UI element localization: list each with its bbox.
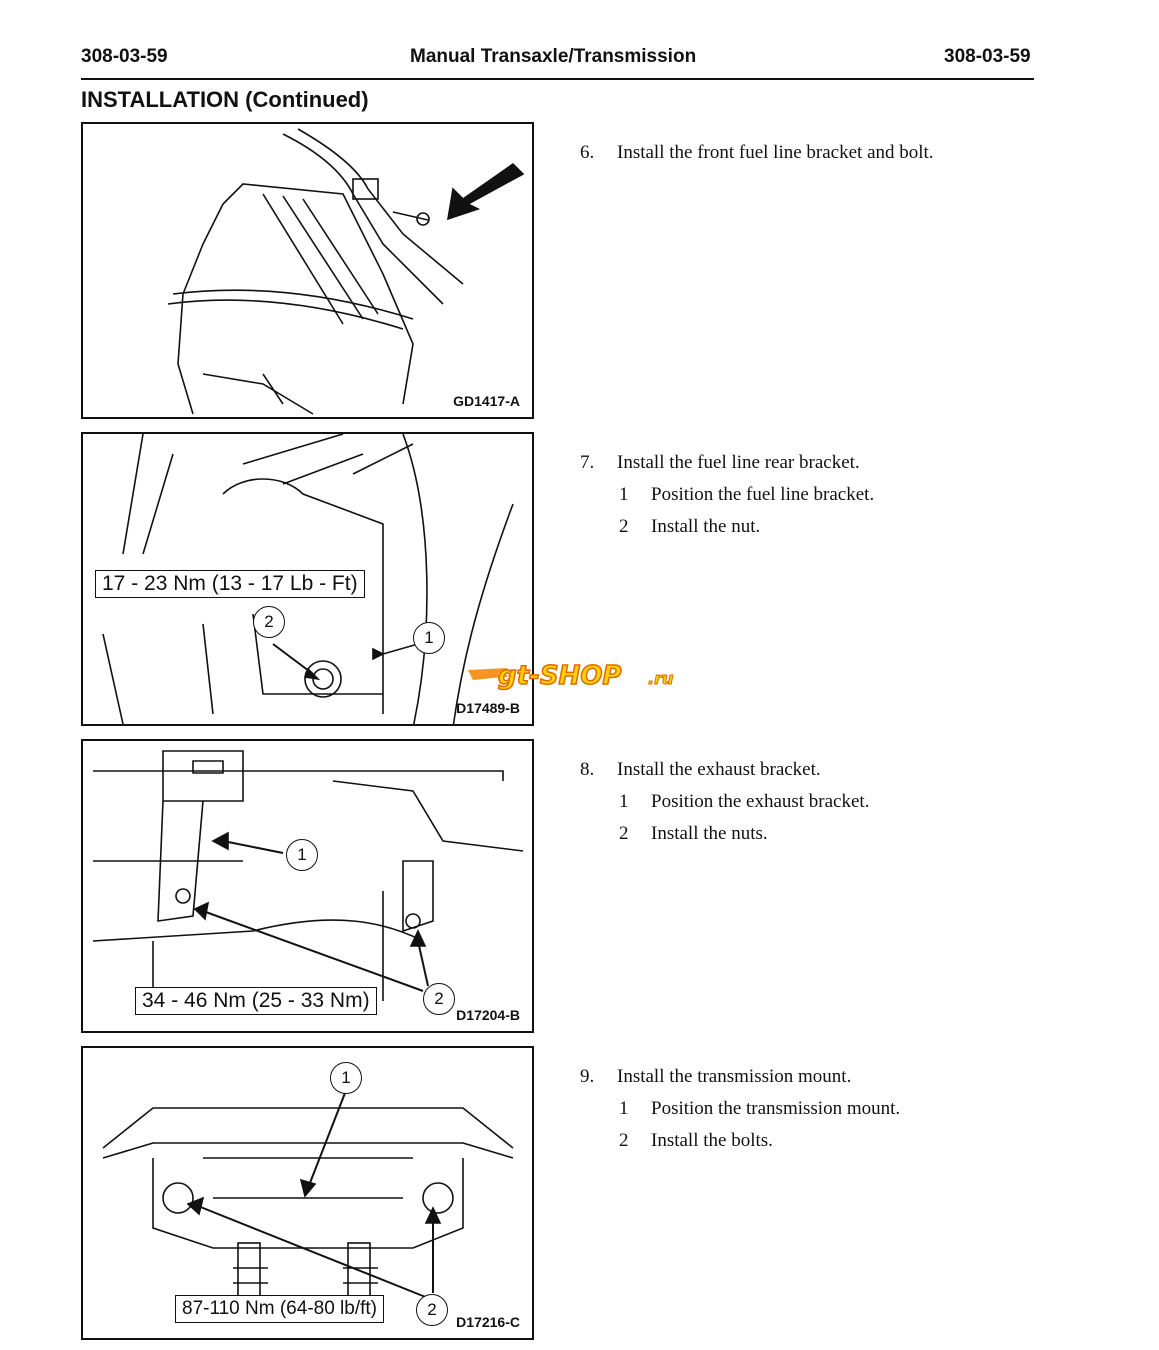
step-number: 6. xyxy=(580,142,595,163)
page-number-right: 308-03-59 xyxy=(944,46,1031,67)
figure-id: D17216-C xyxy=(456,1314,520,1330)
substep-number: 1 xyxy=(619,484,629,505)
callout-2: 2 xyxy=(253,606,285,638)
transmission-mount-illustration xyxy=(102,1092,514,1299)
step-9: 9. Install the transmission mount. xyxy=(580,1066,851,1088)
step-number: 9. xyxy=(580,1066,595,1087)
callout-1: 1 xyxy=(413,622,445,654)
figure-id: GD1417-A xyxy=(453,393,520,409)
callout-2: 2 xyxy=(423,983,455,1015)
substep-number: 1 xyxy=(619,791,629,812)
substep: 2 Install the nut. xyxy=(619,516,760,538)
substep: 1 Position the exhaust bracket. xyxy=(619,791,869,813)
step-text: Install the fuel line rear bracket. xyxy=(617,452,860,473)
fuel-bracket-illustration xyxy=(102,434,514,724)
figure-fuel-line-front-bracket: GD1417-A xyxy=(81,122,534,419)
substep-text: Position the transmission mount. xyxy=(651,1098,901,1119)
torque-spec: 17 - 23 Nm (13 - 17 Lb - Ft) xyxy=(95,570,365,598)
substep: 2 Install the bolts. xyxy=(619,1130,773,1152)
section-title: INSTALLATION (Continued) xyxy=(81,87,369,112)
step-text: Install the transmission mount. xyxy=(617,1066,852,1087)
step-text: Install the front fuel line bracket and … xyxy=(617,142,934,163)
watermark-logo: gt-SHOP .ru xyxy=(468,656,693,697)
callout-1: 1 xyxy=(330,1062,362,1094)
step-number: 7. xyxy=(580,452,595,473)
figure-exhaust-bracket: 34 - 46 Nm (25 - 33 Nm) 1 2 D17204-B xyxy=(81,739,534,1033)
substep-text: Install the bolts. xyxy=(651,1130,773,1151)
step-text: Install the exhaust bracket. xyxy=(617,759,821,780)
substep-number: 2 xyxy=(619,516,629,537)
figure-id: D17489-B xyxy=(456,700,520,716)
substep-text: Position the fuel line bracket. xyxy=(651,484,875,505)
torque-spec: 87-110 Nm (64-80 lb/ft) xyxy=(175,1295,385,1323)
substep-number: 1 xyxy=(619,1098,629,1119)
header-rule xyxy=(81,78,1034,80)
substep: 1 Position the fuel line bracket. xyxy=(619,484,874,506)
figure-fuel-line-rear-bracket: 17 - 23 Nm (13 - 17 Lb - Ft) 1 2 D17489-… xyxy=(81,432,534,726)
substep-text: Position the exhaust bracket. xyxy=(651,791,870,812)
step-7: 7. Install the fuel line rear bracket. xyxy=(580,452,860,474)
substep-number: 2 xyxy=(619,1130,629,1151)
document-title: Manual Transaxle/Transmission xyxy=(410,46,697,67)
exhaust-bracket-illustration xyxy=(92,750,524,1001)
step-6: 6. Install the front fuel line bracket an… xyxy=(580,142,934,164)
transmission-illustration xyxy=(167,128,525,415)
substep-text: Install the nuts. xyxy=(651,823,768,844)
step-8: 8. Install the exhaust bracket. xyxy=(580,759,821,781)
substep-number: 2 xyxy=(619,823,629,844)
svg-text:gt-SHOP: gt-SHOP xyxy=(498,661,621,691)
torque-spec: 34 - 46 Nm (25 - 33 Nm) xyxy=(135,987,377,1015)
step-number: 8. xyxy=(580,759,595,780)
gt-shop-logo: gt-SHOP .ru xyxy=(468,660,674,692)
figure-transmission-mount: 1 87-110 Nm (64-80 lb/ft) 2 D17216-C xyxy=(81,1046,534,1340)
svg-text:.ru: .ru xyxy=(648,669,673,688)
substep: 1 Position the transmission mount. xyxy=(619,1098,900,1120)
substep: 2 Install the nuts. xyxy=(619,823,768,845)
callout-2: 2 xyxy=(416,1294,448,1326)
figure-id: D17204-B xyxy=(456,1007,520,1023)
substep-text: Install the nut. xyxy=(651,516,761,537)
callout-1: 1 xyxy=(286,839,318,871)
page-number-left: 308-03-59 xyxy=(81,46,168,67)
